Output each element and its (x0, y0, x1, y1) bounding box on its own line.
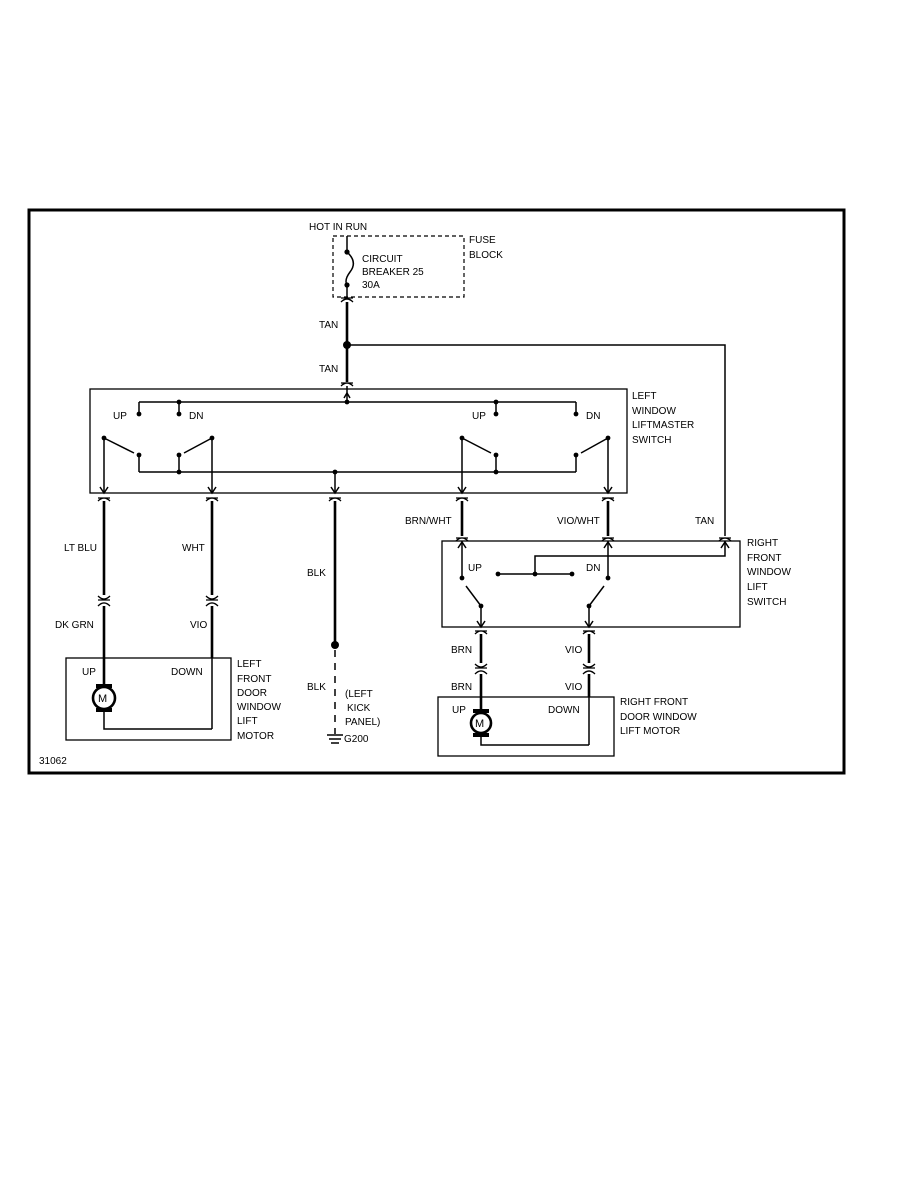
vio-connector-2 (582, 663, 596, 675)
vio-wht-label: VIO/WHT (557, 516, 600, 527)
right-switch-internals (457, 540, 730, 629)
master-input-connector (340, 382, 354, 387)
svg-text:LIFT MOTOR: LIFT MOTOR (620, 726, 680, 737)
left-motor-label: LEFT FRONT DOOR WINDOW LIFT MOTOR (237, 659, 281, 742)
master-up-left-label: UP (113, 411, 127, 422)
tan-wire-to-right-switch (347, 344, 726, 536)
svg-text:WINDOW: WINDOW (632, 406, 676, 417)
brn-wht-connector (455, 537, 469, 542)
tan-upper-label: TAN (319, 320, 338, 331)
tan-right-label: TAN (695, 516, 714, 527)
ground-location-label: (LEFT KICK PANEL) (345, 689, 380, 728)
svg-text:LEFT: LEFT (632, 391, 656, 402)
wht-connector (205, 595, 219, 607)
right-motor-down-label: DOWN (548, 705, 580, 716)
blk-label-2: BLK (307, 682, 326, 693)
fuse-block-label: FUSE BLOCK (469, 235, 503, 261)
svg-text:BLOCK: BLOCK (469, 250, 503, 261)
brn-label-1: BRN (451, 645, 472, 656)
master-output-connectors (97, 472, 615, 502)
left-motor-symbol: M (91, 684, 212, 730)
svg-text:MOTOR: MOTOR (237, 731, 274, 742)
svg-text:SWITCH: SWITCH (632, 435, 671, 446)
vio-label-r1: VIO (565, 645, 582, 656)
vio-left-label: VIO (190, 620, 207, 631)
vio-connector-1 (582, 630, 596, 635)
svg-text:LIFT: LIFT (237, 716, 258, 727)
svg-text:30A: 30A (362, 280, 380, 291)
master-dn-left-label: DN (189, 411, 203, 422)
svg-text:KICK: KICK (347, 703, 371, 714)
svg-text:DOOR WINDOW: DOOR WINDOW (620, 712, 697, 723)
vio-label-r2: VIO (565, 682, 582, 693)
wht-label: WHT (182, 543, 205, 554)
ground-id-label: G200 (344, 734, 369, 745)
tan-right-connector (718, 537, 732, 542)
svg-text:SWITCH: SWITCH (747, 597, 786, 608)
svg-text:(LEFT: (LEFT (345, 689, 373, 700)
blk-label-1: BLK (307, 568, 326, 579)
right-motor-box (437, 696, 615, 757)
right-switch-box (441, 540, 741, 628)
hot-in-run-label: HOT IN RUN (309, 222, 367, 233)
svg-text:DOOR: DOOR (237, 688, 267, 699)
master-switch-label: LEFT WINDOW LIFTMASTER SWITCH (632, 391, 694, 446)
left-motor-up-label: UP (82, 667, 96, 678)
svg-text:M: M (98, 693, 107, 705)
ground-symbol (327, 734, 343, 744)
svg-text:FRONT: FRONT (237, 674, 271, 685)
svg-text:FRONT: FRONT (747, 553, 781, 564)
fuse-block-box (332, 235, 465, 298)
lt-blu-connector (97, 595, 111, 607)
left-master-switch-box (89, 388, 628, 494)
dk-grn-label: DK GRN (55, 620, 94, 631)
master-up-right-label: UP (472, 411, 486, 422)
svg-text:LIFT: LIFT (747, 582, 768, 593)
diagram-id: 31062 (39, 756, 67, 767)
right-switch-dn-label: DN (586, 563, 600, 574)
svg-text:LEFT: LEFT (237, 659, 261, 670)
blk-splice (331, 641, 339, 649)
svg-text:RIGHT FRONT: RIGHT FRONT (620, 697, 688, 708)
master-left-switch (101, 399, 215, 492)
left-motor-down-label: DOWN (171, 667, 203, 678)
master-dn-right-label: DN (586, 411, 600, 422)
right-switch-up-label: UP (468, 563, 482, 574)
left-motor-box (65, 657, 232, 741)
circuit-breaker-symbol (344, 236, 355, 297)
brn-connector-1 (474, 630, 488, 635)
diagram-frame (27, 208, 846, 775)
svg-text:CIRCUIT: CIRCUIT (362, 254, 403, 265)
fuse-connector (340, 297, 354, 303)
brn-wht-label: BRN/WHT (405, 516, 452, 527)
right-switch-label: RIGHT FRONT WINDOW LIFT SWITCH (747, 538, 791, 608)
circuit-breaker-label: CIRCUIT BREAKER 25 30A (362, 254, 424, 291)
svg-text:WINDOW: WINDOW (237, 702, 281, 713)
svg-text:RIGHT: RIGHT (747, 538, 778, 549)
svg-text:WINDOW: WINDOW (747, 567, 791, 578)
vio-wht-connector (601, 537, 615, 542)
svg-text:M: M (475, 718, 484, 730)
svg-text:LIFTMASTER: LIFTMASTER (632, 420, 694, 431)
right-motor-label: RIGHT FRONT DOOR WINDOW LIFT MOTOR (620, 697, 697, 737)
svg-text:BREAKER 25: BREAKER 25 (362, 267, 424, 278)
svg-text:FUSE: FUSE (469, 235, 496, 246)
brn-label-2: BRN (451, 682, 472, 693)
lt-blu-label: LT BLU (64, 543, 97, 554)
master-right-switch (459, 399, 611, 492)
right-motor-symbol: M (469, 709, 589, 746)
tan-lower-label: TAN (319, 364, 338, 375)
svg-text:PANEL): PANEL) (345, 717, 380, 728)
right-motor-up-label: UP (452, 705, 466, 716)
brn-connector-2 (474, 663, 488, 675)
